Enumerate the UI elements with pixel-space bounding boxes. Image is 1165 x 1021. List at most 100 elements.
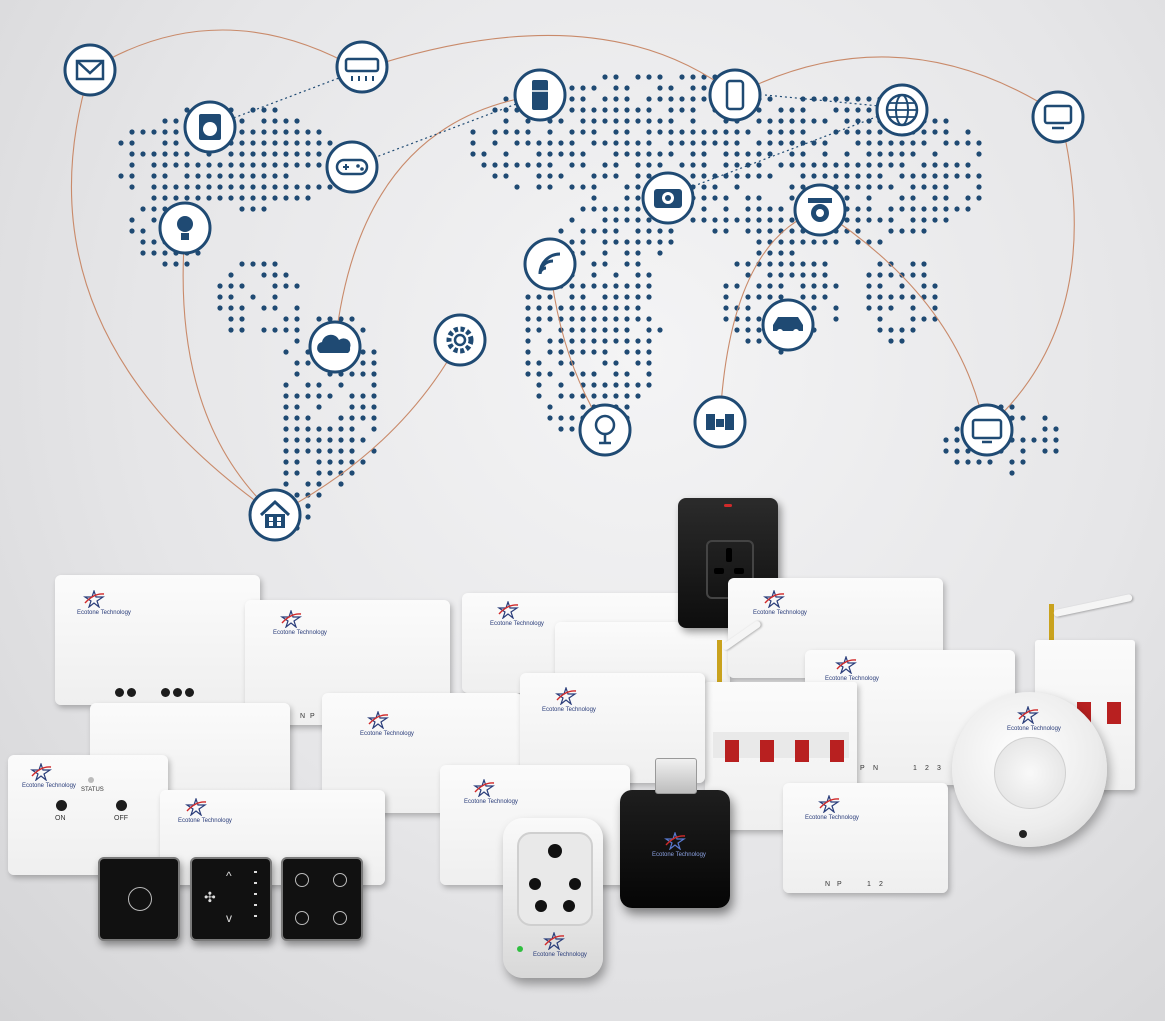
map-dot [492,140,498,146]
map-dot [701,184,707,190]
touch-button[interactable] [333,873,347,887]
map-dot [294,459,300,465]
map-dot [624,85,630,91]
map-dot [602,250,608,256]
map-dot [1031,437,1037,443]
map-dot [877,305,883,311]
map-dot [844,195,850,201]
map-dot [1009,459,1015,465]
map-dot [283,349,289,355]
map-dot [525,349,531,355]
map-dot [657,239,663,245]
map-dot [602,228,608,234]
chevron-up-icon[interactable]: ^ [226,869,232,883]
map-dot [624,261,630,267]
map-dot [349,415,355,421]
map-dot [558,140,564,146]
map-dot [272,162,278,168]
map-dot [547,184,553,190]
map-dot [613,217,619,223]
map-dot [228,173,234,179]
map-dot [184,184,190,190]
map-dot [767,96,773,102]
dotted-world-map [118,74,1059,531]
map-dot [239,184,245,190]
brand-logo-text: Ecotone Technology [77,610,131,616]
map-dot [547,151,553,157]
map-dot [624,96,630,102]
map-dot [745,195,751,201]
map-dot [118,140,124,146]
touch-button[interactable] [295,911,309,925]
map-dot [349,437,355,443]
map-dot [844,217,850,223]
map-dot [360,349,366,355]
map-dot [316,492,322,498]
map-dot [349,426,355,432]
map-dot [877,129,883,135]
map-dot [877,294,883,300]
map-dot [877,173,883,179]
map-dot [228,283,234,289]
terminal-label-n: N [873,765,879,772]
map-dot [624,129,630,135]
map-dot [547,173,553,179]
map-dot [646,96,652,102]
map-dot [184,195,190,201]
map-dot [184,151,190,157]
chevron-down-icon[interactable]: v [226,911,232,925]
map-dot [965,459,971,465]
map-dot [635,349,641,355]
ir-blaster-hub: Ecotone Technology [620,790,730,908]
touch-switch-single[interactable] [98,857,180,941]
map-dot [833,173,839,179]
map-dot [690,85,696,91]
map-dot [294,448,300,454]
map-dot [327,448,333,454]
map-dot [305,382,311,388]
map-dot [371,393,377,399]
map-dot [228,327,234,333]
map-dot [316,426,322,432]
map-dot [635,107,641,113]
map-dot [602,305,608,311]
on-button[interactable] [56,800,67,811]
map-dot [283,481,289,487]
map-dot [569,338,575,344]
map-dot [866,217,872,223]
map-dot [613,338,619,344]
map-dot [921,140,927,146]
map-dot [602,107,608,113]
touch-button[interactable] [333,911,347,925]
touch-button[interactable] [128,887,152,911]
map-dot [294,360,300,366]
map-dot [921,162,927,168]
brand-logo-icon [664,832,686,850]
map-dot [855,184,861,190]
map-dot [602,96,608,102]
touch-switch-fan-regulator[interactable]: ✣ ^ v [190,857,272,941]
map-dot [767,217,773,223]
map-dot [635,195,641,201]
map-dot [635,184,641,190]
touch-switch-quad[interactable] [281,857,363,941]
map-dot [613,382,619,388]
touch-button[interactable] [295,873,309,887]
map-dot [536,382,542,388]
map-dot [723,206,729,212]
map-dot [745,294,751,300]
map-dot [657,162,663,168]
map-dot [294,305,300,311]
map-dot [624,327,630,333]
map-dot [646,107,652,113]
terminal-label-2: 2 [925,765,929,772]
map-dot [844,162,850,168]
map-dot [789,107,795,113]
map-dot [800,173,806,179]
map-dot [162,184,168,190]
map-dot [129,173,135,179]
map-dot [360,360,366,366]
map-dot [844,118,850,124]
off-button[interactable] [116,800,127,811]
map-dot [932,283,938,289]
